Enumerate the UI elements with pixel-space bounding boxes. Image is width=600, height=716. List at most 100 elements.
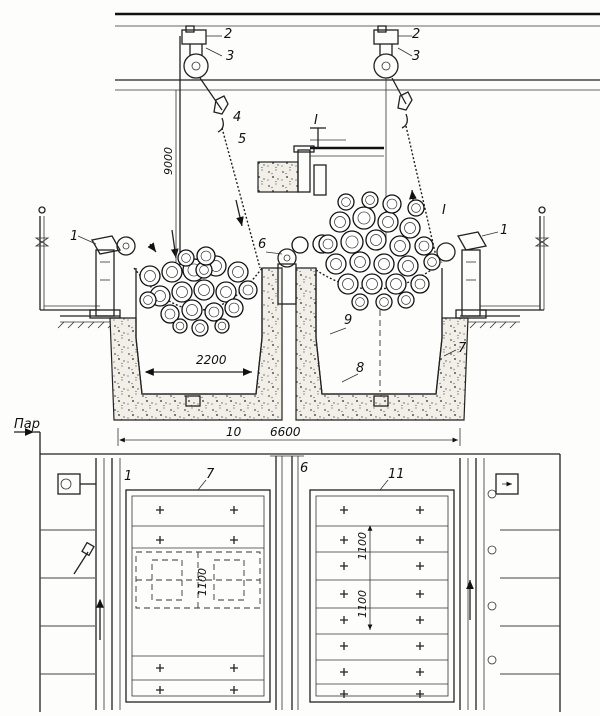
cross-mark-23: [416, 690, 424, 698]
log-right-15: [385, 273, 407, 295]
log-left-12-ring: [208, 306, 220, 318]
log-left-4-ring: [232, 266, 244, 278]
cross-mark-19: [416, 642, 424, 650]
log-right-9: [349, 251, 371, 273]
log-right-23-ring: [341, 197, 351, 207]
dim-total: [117, 428, 461, 446]
log-right-13: [337, 273, 359, 295]
plan-label-1: 1: [124, 469, 132, 484]
sling-right: [315, 261, 443, 290]
steam-inlet: [14, 428, 41, 454]
label-2-left: 2: [224, 27, 232, 42]
log-left-17: [172, 318, 188, 334]
steam-pipes: [34, 206, 550, 311]
log-left-1: [161, 261, 183, 283]
label-1-left: 1: [70, 229, 78, 244]
log-right-19-ring: [401, 295, 411, 305]
log-left-4: [227, 261, 249, 283]
log-right-5-ring: [370, 234, 382, 246]
log-right-23: [337, 193, 355, 211]
log-right-21: [382, 194, 402, 214]
log-right-5: [365, 229, 387, 251]
plan-label-6: 6: [300, 461, 308, 476]
label-4: 4: [233, 110, 241, 125]
log-left-11-ring: [186, 304, 198, 316]
cross-mark-20: [340, 668, 348, 676]
cross-mark-7: [230, 686, 238, 694]
label-3-right: 3: [412, 49, 420, 64]
log-left-13: [224, 298, 244, 318]
log-left-16: [191, 319, 209, 337]
log-left-19: [196, 246, 216, 266]
log-right-4: [340, 230, 364, 254]
plan-rail-left: [57, 458, 121, 710]
label-2-right: 2: [412, 27, 420, 42]
log-left-9-ring: [242, 284, 254, 296]
log-right-13-ring: [342, 278, 354, 290]
log-left-12: [204, 302, 224, 322]
cross-mark-15: [416, 590, 424, 598]
log-right-22: [361, 191, 379, 209]
cross-mark-18: [340, 642, 348, 650]
log-right-7-ring: [418, 240, 430, 252]
log-left-20-ring: [181, 253, 191, 263]
plan-pit-left: [125, 479, 271, 703]
log-left-0-ring: [144, 270, 156, 282]
log-left-15: [139, 291, 157, 309]
log-left-15-ring: [143, 295, 153, 305]
plan-dim-b: 1100: [356, 532, 369, 560]
right-pit: [295, 267, 469, 421]
rail-section-detail: [257, 127, 384, 196]
plan-label-7: 7: [206, 467, 215, 482]
plan-rail-right: [459, 458, 519, 710]
label-7: 7: [458, 341, 467, 356]
plan-dim-c: 1100: [356, 590, 369, 618]
plan-cross-marks: [156, 506, 424, 698]
log-left-7-ring: [198, 284, 210, 296]
log-right-2: [377, 211, 399, 233]
cross-mark-14: [340, 590, 348, 598]
log-left-6: [171, 281, 193, 303]
log-right-11: [397, 255, 419, 277]
cross-mark-17: [416, 616, 424, 624]
cross-mark-1: [230, 506, 238, 514]
log-right-16-ring: [414, 278, 426, 290]
log-left-9: [238, 280, 258, 300]
log-left-7: [193, 279, 215, 301]
post-right: [436, 231, 499, 319]
plan-dim-a: 1100: [196, 568, 209, 596]
dim-height: 9000: [162, 90, 177, 262]
cross-mark-12: [340, 562, 348, 570]
log-left-13-ring: [228, 302, 240, 314]
log-right-15-ring: [390, 278, 402, 290]
label-5: 5: [238, 132, 246, 147]
cross-mark-22: [340, 690, 348, 698]
post-left: [77, 235, 157, 319]
log-right-8: [325, 253, 347, 275]
log-left-17-ring: [175, 321, 185, 331]
logs-left-pile: [139, 246, 258, 337]
log-right-8-ring: [330, 258, 342, 270]
log-right-0-ring: [334, 216, 346, 228]
trolley-left: [181, 25, 223, 79]
cross-mark-0: [156, 506, 164, 514]
log-right-1-ring: [357, 211, 371, 225]
log-right-20-ring: [322, 238, 334, 250]
log-right-18-ring: [379, 297, 389, 307]
log-right-1: [352, 206, 376, 230]
label-8: 8: [356, 361, 364, 376]
cross-mark-3: [230, 536, 238, 544]
log-right-6: [389, 235, 411, 257]
left-pit: [109, 267, 283, 421]
label-3-left: 3: [226, 49, 234, 64]
log-right-7: [414, 236, 434, 256]
label-section-I: I: [314, 113, 318, 128]
label-9: 9: [344, 313, 352, 328]
log-right-24-ring: [411, 203, 421, 213]
cross-mark-5: [230, 664, 238, 672]
log-right-14: [361, 273, 383, 295]
log-right-6-ring: [394, 240, 406, 252]
log-right-3-ring: [404, 222, 416, 234]
log-right-21-ring: [386, 198, 398, 210]
